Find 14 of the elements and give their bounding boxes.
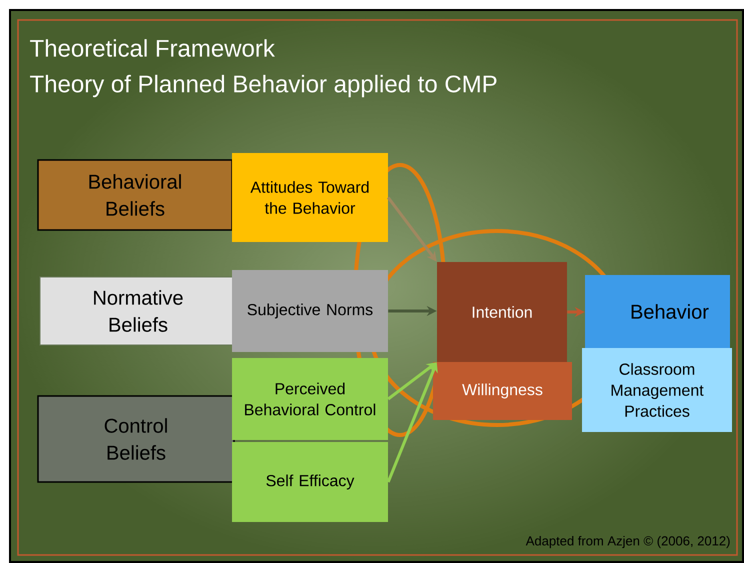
- slide-title: Theoretical Framework: [30, 39, 275, 57]
- source-note: Adapted from Azjen © (2006, 2012): [526, 536, 730, 548]
- concept-box: Intention: [437, 262, 567, 362]
- slide-subtitle: Theory of Planned Behavior applied to CMP: [30, 74, 496, 98]
- concept-box: Self Efficacy: [232, 442, 388, 522]
- concept-box: Normative Beliefs: [40, 276, 236, 346]
- concept-box: Classroom Management Practices: [582, 348, 732, 432]
- concept-box: Behavioral Beliefs: [37, 159, 233, 231]
- concept-box: Control Beliefs: [37, 395, 235, 483]
- concept-box: Attitudes Toward the Behavior: [232, 153, 388, 242]
- concept-box: Perceived Behavioral Control: [232, 358, 388, 440]
- concept-box: Behavior: [585, 275, 730, 348]
- concept-box: Willingness: [433, 362, 572, 420]
- concept-box: Subjective Norms: [232, 270, 388, 352]
